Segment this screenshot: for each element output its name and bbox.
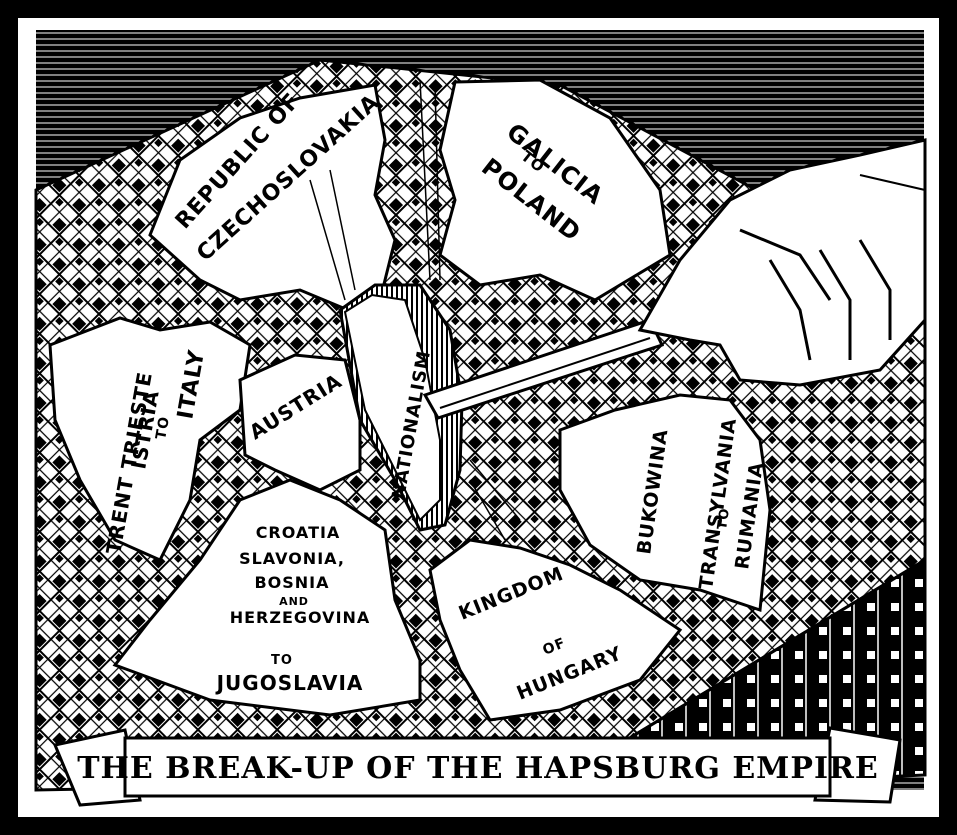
piece-jugoslavia: CROATIA SLAVONIA, BOSNIA AND HERZEGOVINA… — [112, 478, 422, 717]
piece-rumania: BUKOWINA TRANSYLVANIA TO RUMANIA — [558, 393, 772, 613]
svg-text:TO: TO — [153, 415, 173, 441]
svg-text:TO: TO — [271, 653, 293, 668]
hand-icon — [637, 138, 927, 387]
title-text: THE BREAK-UP OF THE HAPSBURG EMPIRE — [77, 751, 879, 786]
title-banner: THE BREAK-UP OF THE HAPSBURG EMPIRE — [52, 726, 902, 807]
motion-lines — [309, 79, 521, 541]
hammer-handle — [422, 318, 665, 420]
svg-text:BOSNIA: BOSNIA — [254, 573, 329, 592]
svg-text:AND: AND — [279, 595, 309, 608]
piece-italy: TRENT TRIESTE ISTRIA TO ITALY — [48, 316, 252, 562]
svg-text:TO: TO — [715, 507, 733, 531]
svg-text:SLAVONIA,: SLAVONIA, — [239, 549, 345, 568]
svg-text:JUGOSLAVIA: JUGOSLAVIA — [215, 671, 364, 695]
svg-text:CROATIA: CROATIA — [256, 523, 341, 542]
piece-galicia: GALICIA TO POLAND — [438, 78, 672, 302]
hammer-head: NATIONALISM — [338, 283, 464, 532]
piece-hungary: KINGDOM OF HUNGARY — [428, 538, 683, 722]
svg-text:HERZEGOVINA: HERZEGOVINA — [230, 608, 371, 627]
piece-austria: AUSTRIA — [238, 353, 362, 492]
